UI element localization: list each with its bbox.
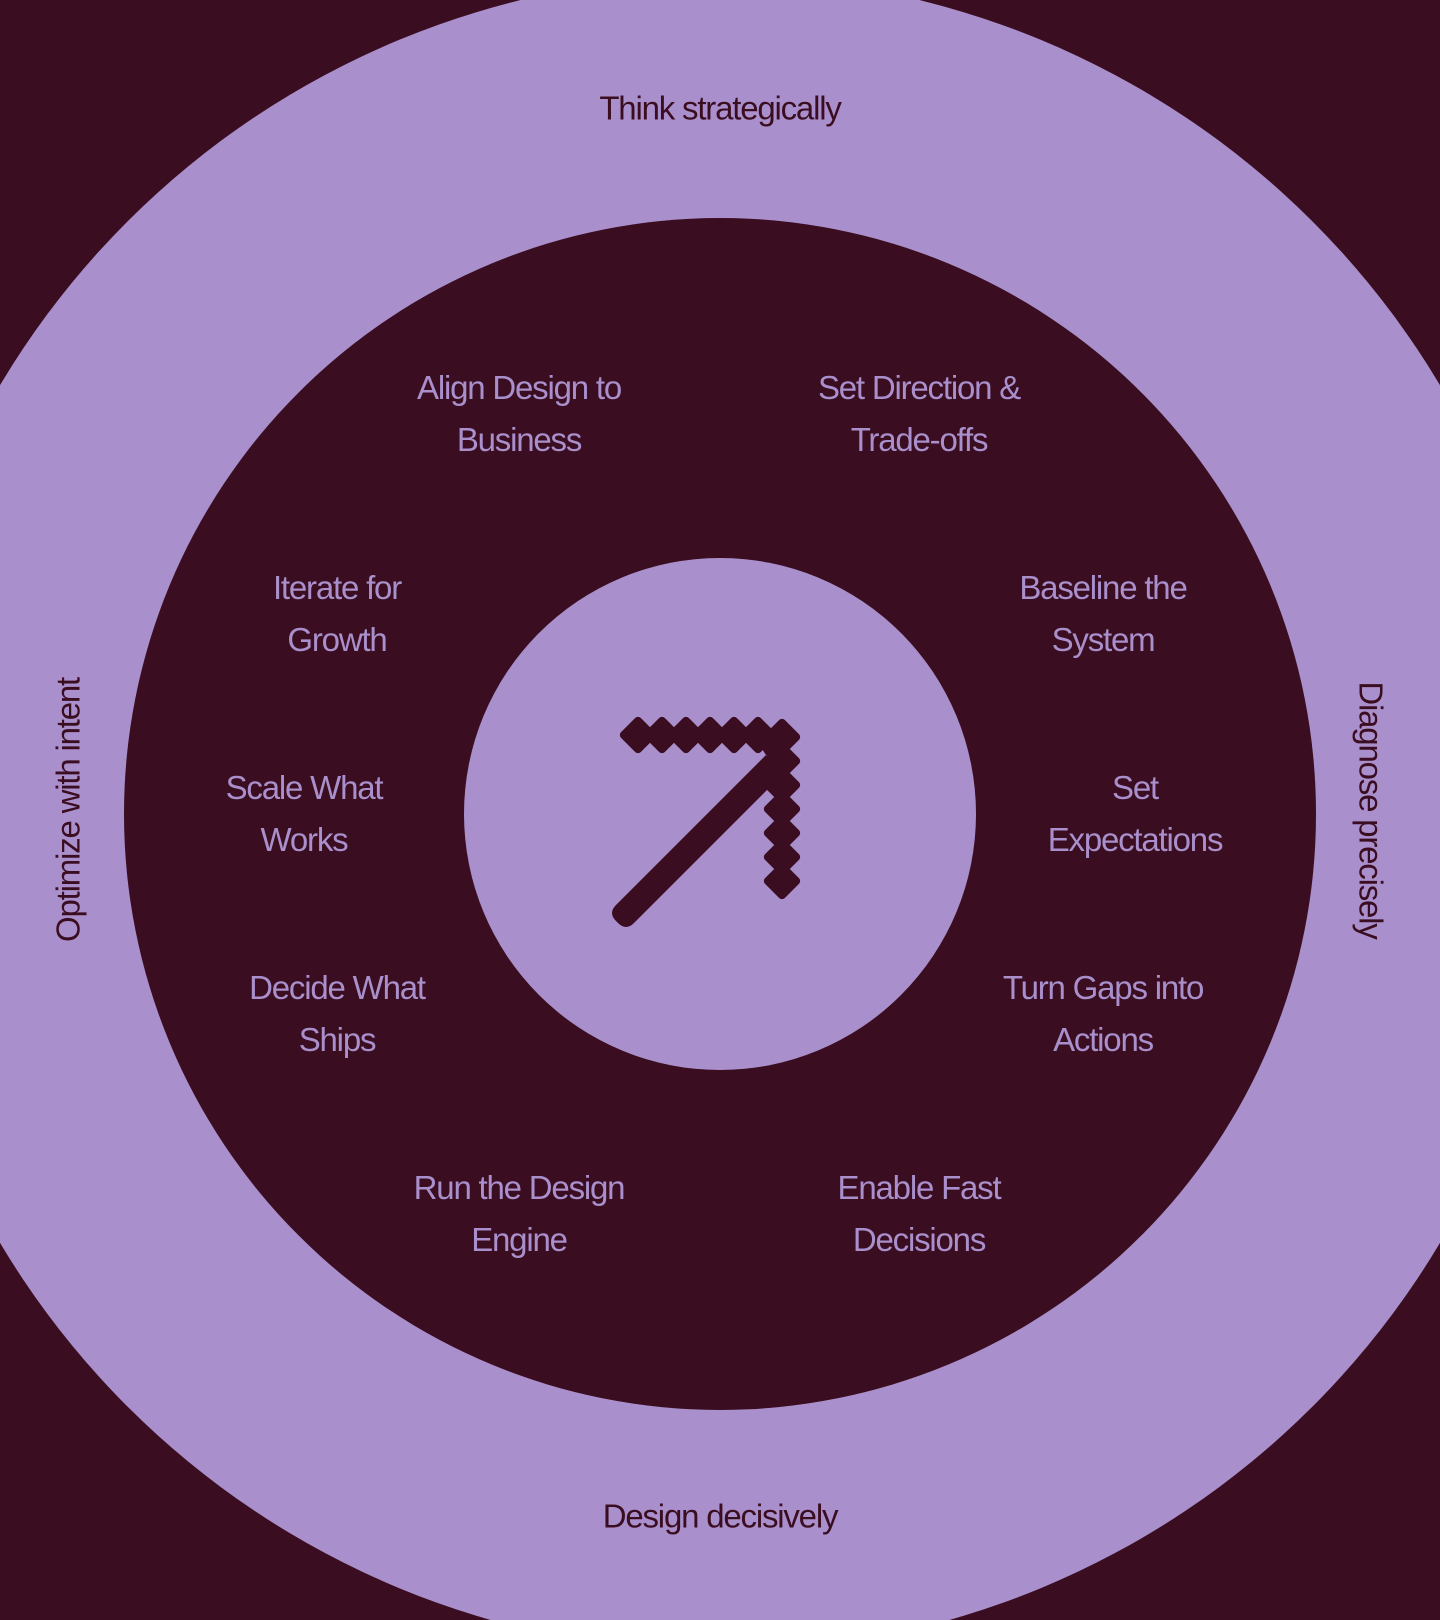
segment-align-design: Align Design to Business xyxy=(374,362,664,466)
outer-label-left: Optimize with intent xyxy=(49,678,87,942)
segment-line-1: Turn Gaps into xyxy=(1002,969,1204,1006)
segment-line-1: Run the Design xyxy=(413,1169,626,1206)
segment-set-expectations: Set Expectations xyxy=(990,762,1280,866)
segment-line-2: System xyxy=(1051,621,1156,658)
segment-line-2: Actions xyxy=(1053,1021,1154,1058)
segment-line-1: Set Direction & xyxy=(817,369,1021,406)
segment-line-2: Business xyxy=(456,421,583,458)
segment-run-design-engine: Run the Design Engine xyxy=(374,1162,664,1266)
segment-scale-what-works: Scale What Works xyxy=(159,762,449,866)
segment-line-2: Ships xyxy=(298,1021,377,1058)
outer-label-top: Think strategically xyxy=(599,89,841,127)
segment-baseline-system: Baseline the System xyxy=(958,562,1248,666)
segment-enable-fast-decisions: Enable Fast Decisions xyxy=(774,1162,1064,1266)
segment-line-1: Enable Fast xyxy=(837,1169,1002,1206)
segment-line-2: Trade-offs xyxy=(850,421,989,458)
segment-line-1: Decide What xyxy=(249,969,426,1006)
pixel-arrow-up-right-icon xyxy=(612,716,801,927)
segment-line-1: Align Design to xyxy=(417,369,622,406)
segment-turn-gaps: Turn Gaps into Actions xyxy=(958,962,1248,1066)
outer-label-right: Diagnose precisely xyxy=(1352,681,1390,939)
segment-line-2: Decisions xyxy=(852,1221,986,1258)
segment-line-1: Iterate for xyxy=(272,569,402,606)
segment-line-1: Scale What xyxy=(225,769,384,806)
segment-line-2: Growth xyxy=(287,621,387,658)
segment-decide-what-ships: Decide What Ships xyxy=(192,962,482,1066)
outer-label-bottom: Design decisively xyxy=(602,1497,839,1535)
segment-set-direction: Set Direction & Trade-offs xyxy=(774,362,1064,466)
segment-line-2: Engine xyxy=(471,1221,568,1258)
segment-line-2: Works xyxy=(260,821,349,858)
segment-line-2: Expectations xyxy=(1047,821,1224,858)
segment-iterate-for-growth: Iterate for Growth xyxy=(192,562,482,666)
segment-line-1: Set xyxy=(1112,769,1159,806)
segment-line-1: Baseline the xyxy=(1019,569,1187,606)
